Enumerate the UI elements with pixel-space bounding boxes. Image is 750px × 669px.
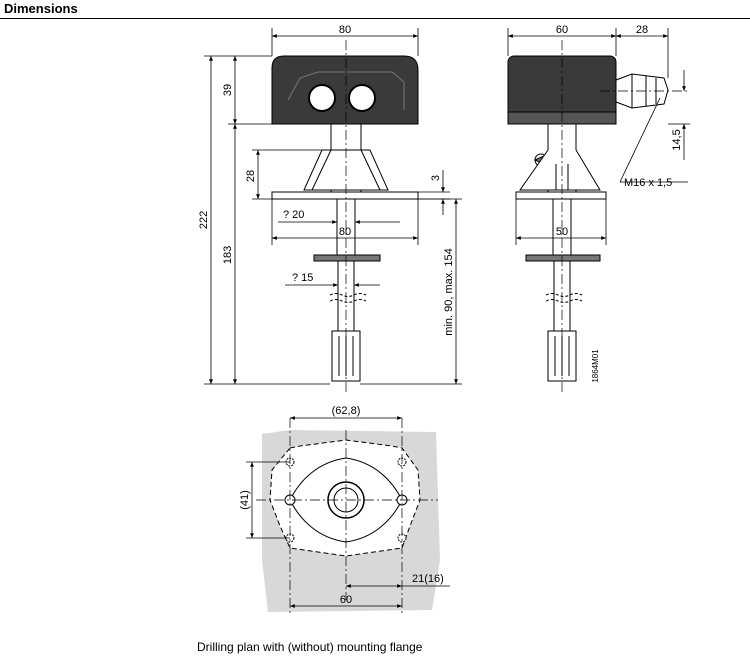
dim-flange-thickness: 3: [430, 175, 442, 181]
dim-stem-dia-lower: ? 15: [292, 272, 313, 284]
dim-gland-length: 28: [636, 24, 648, 36]
side-dimensions: [507, 28, 690, 245]
front-dimensions: [204, 28, 462, 385]
dim-hole-distance-h: 60: [340, 594, 352, 606]
front-flange-plate: [271, 191, 419, 200]
dim-lower-height: 183: [222, 246, 234, 264]
front-view: [271, 40, 419, 392]
dim-thread: M16 x 1,5: [624, 177, 672, 189]
dim-total-height: 222: [198, 211, 210, 229]
drawing-id: 1864M01: [591, 349, 600, 383]
dim-hole-distance-v: (41): [239, 490, 251, 510]
dim-housing-depth: 60: [556, 24, 568, 36]
dim-flange-height: 28: [245, 170, 257, 182]
front-housing: [271, 55, 419, 125]
drilling-dimensions: [246, 416, 450, 608]
dim-side-flange-width: 50: [556, 226, 568, 238]
side-view: [507, 40, 690, 392]
front-stopper: [313, 254, 381, 262]
drilling-plan-caption: Drilling plan with (without) mounting fl…: [197, 640, 423, 654]
section-heading: Dimensions: [4, 1, 78, 16]
cable-entry-left: [308, 84, 336, 112]
dim-flange-width: 80: [339, 226, 351, 238]
dim-front-width: 80: [339, 24, 351, 36]
dim-gland-offset: 14,5: [671, 129, 683, 150]
dim-insertion-depth: min. 90, max. 154: [443, 248, 455, 335]
dim-housing-height: 39: [222, 84, 234, 96]
dim-hole-offset: 21(16): [412, 573, 444, 585]
dim-stem-dia-upper: ? 20: [283, 209, 304, 221]
heading-rule: [0, 18, 750, 19]
dim-outer-width: (62,8): [332, 405, 361, 417]
cable-entry-right: [348, 84, 376, 112]
